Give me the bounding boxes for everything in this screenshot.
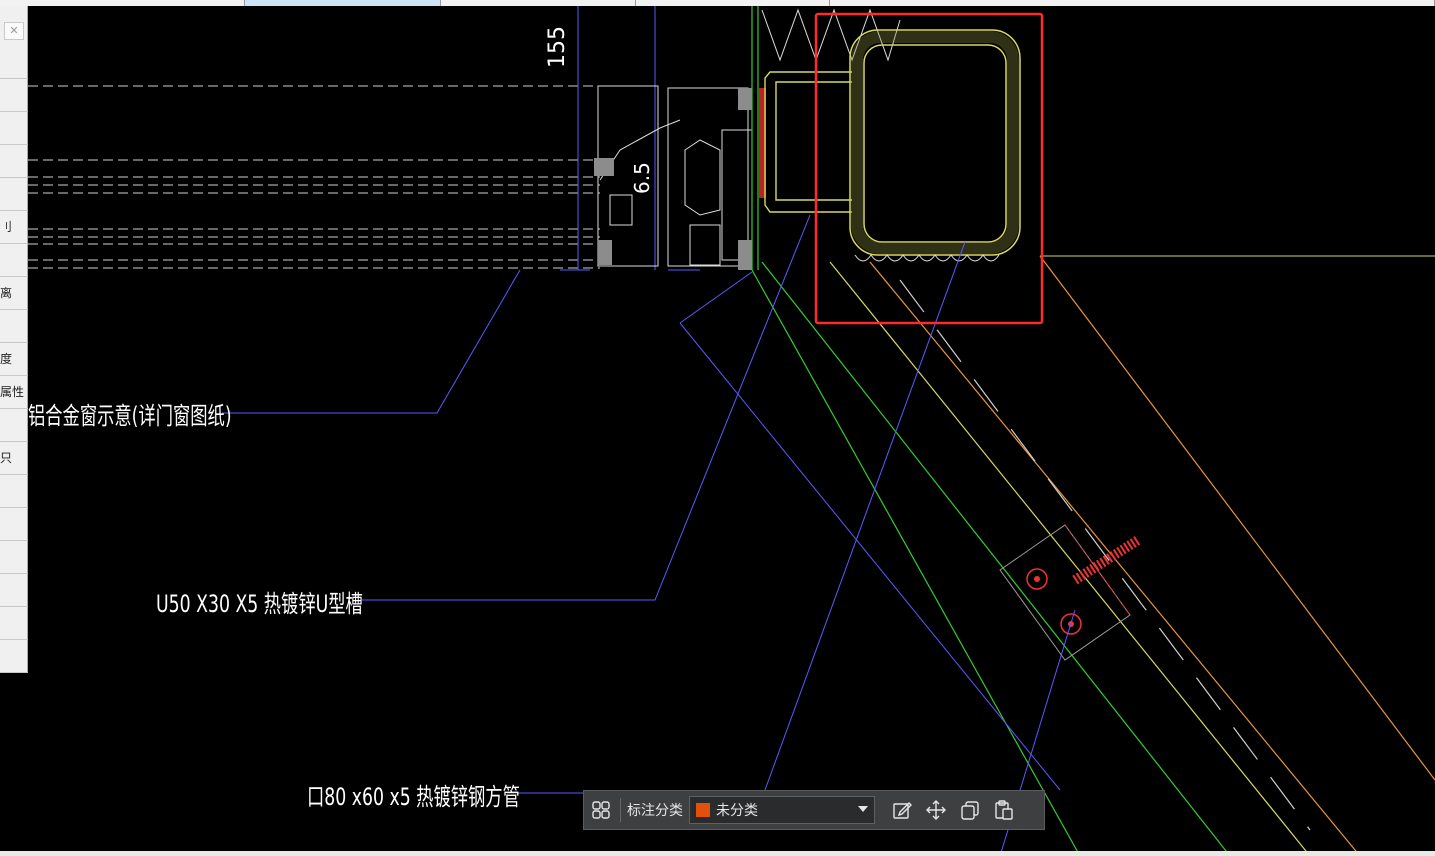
leader-lines	[222, 214, 1076, 856]
panel-row[interactable]	[0, 475, 28, 508]
tab-2[interactable]	[245, 0, 441, 6]
panel-row[interactable]	[0, 640, 28, 673]
move-icon[interactable]	[919, 793, 953, 827]
category-select-value: 未分类	[716, 803, 758, 819]
panel-row[interactable]	[0, 112, 28, 145]
bottom-status-strip	[0, 851, 1435, 856]
tab-3[interactable]	[441, 0, 636, 6]
panel-row[interactable]	[0, 607, 28, 640]
category-label: 标注分类	[627, 803, 683, 819]
paste-icon[interactable]	[987, 793, 1021, 827]
cad-drawing-canvas[interactable]	[0, 6, 1435, 856]
steel-tube-profile	[849, 29, 1021, 256]
left-property-panel: ✕ 刂 离 度 属性 只	[0, 6, 28, 673]
panel-row[interactable]: 离	[0, 277, 28, 310]
panel-row[interactable]: 只	[0, 442, 28, 475]
annotation-u-channel[interactable]: U50 X30 X5 热镀锌U型槽	[156, 590, 363, 618]
grid-icon[interactable]	[584, 793, 618, 827]
edit-icon[interactable]	[885, 793, 919, 827]
annotation-steel-tube[interactable]: 口80 x60 x5 热镀锌钢方管	[307, 783, 520, 811]
tab-4[interactable]	[636, 0, 830, 6]
toolbar-divider	[620, 798, 621, 822]
panel-row[interactable]	[0, 310, 28, 343]
selection-highlight-box	[814, 12, 1044, 325]
panel-row[interactable]: 属性	[0, 376, 28, 409]
dimension-155-label: 155	[545, 26, 570, 68]
panel-row[interactable]: 度	[0, 343, 28, 376]
anchor-bolt-detail	[999, 524, 1141, 661]
window-frame-profile	[597, 85, 753, 267]
tab-1[interactable]	[0, 0, 245, 6]
panel-row[interactable]	[0, 508, 28, 541]
panel-row[interactable]	[0, 541, 28, 574]
panel-row[interactable]	[0, 178, 28, 211]
chevron-down-icon	[858, 806, 868, 812]
annotation-window[interactable]: 铝合金窗示意(详门窗图纸)	[28, 402, 232, 430]
category-select[interactable]: 未分类	[689, 796, 875, 824]
panel-row[interactable]	[0, 244, 28, 277]
panel-row[interactable]	[0, 409, 28, 442]
panel-row[interactable]	[0, 145, 28, 178]
panel-row[interactable]	[0, 79, 28, 112]
panel-row[interactable]	[0, 46, 28, 79]
panel-row[interactable]	[0, 574, 28, 607]
window-dashed-lines	[28, 85, 600, 269]
u-channel-profile	[764, 71, 852, 213]
category-color-swatch	[696, 803, 710, 817]
panel-close-icon[interactable]: ✕	[4, 22, 24, 40]
copy-icon[interactable]	[953, 793, 987, 827]
dimension-6-5-label: 6.5	[630, 162, 654, 194]
annotation-toolbar: 标注分类 未分类	[583, 790, 1045, 830]
panel-row[interactable]: 刂	[0, 211, 28, 244]
red-seal-strip	[759, 88, 766, 198]
